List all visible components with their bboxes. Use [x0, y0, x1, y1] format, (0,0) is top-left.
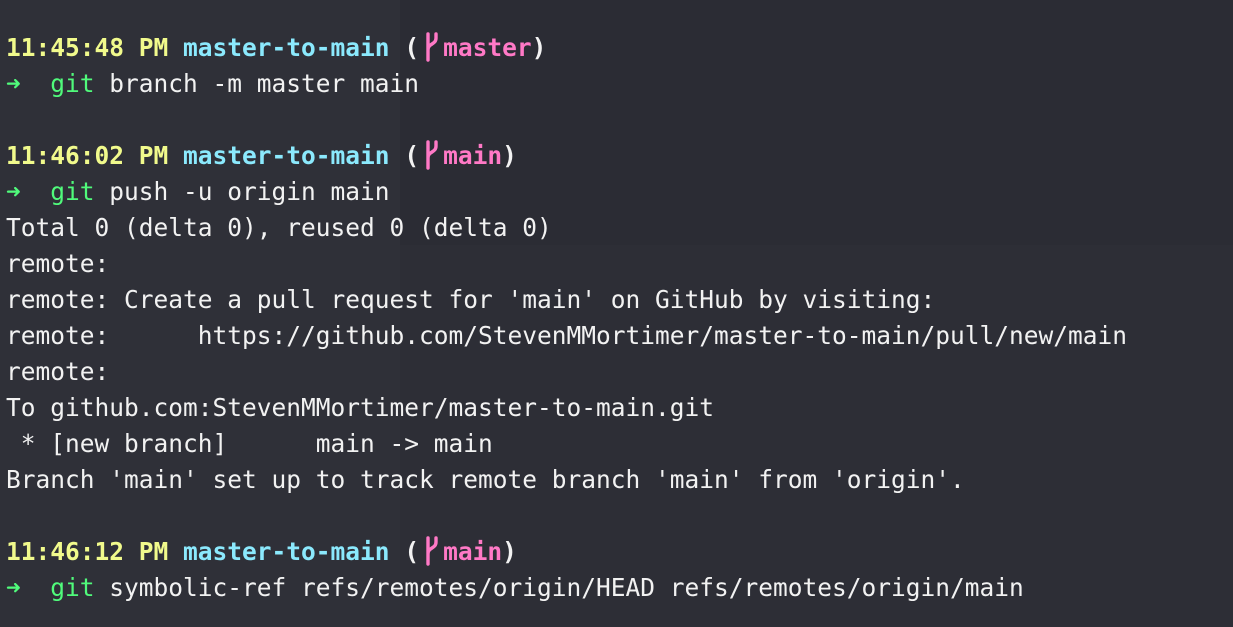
output-line: Branch 'main' set up to track remote bra… [6, 465, 965, 494]
prompt-branch: master [443, 33, 532, 62]
prompt-time: 11:46:02 PM [6, 141, 169, 170]
output-line: remote: [6, 357, 110, 386]
output-line: Total 0 (delta 0), reused 0 (delta 0) [6, 213, 552, 242]
command-args: branch -m master main [94, 69, 420, 98]
blank-line [6, 102, 1233, 138]
command-name: git [50, 573, 95, 602]
blank-line [6, 498, 1233, 534]
paren-close: ) [502, 141, 517, 170]
prompt-directory: master-to-main [183, 33, 390, 62]
prompt-arrow: ➜ [6, 69, 21, 98]
paren-open: ( [404, 33, 420, 62]
prompt-directory: master-to-main [183, 537, 390, 566]
command-line: ➜ git push -u origin main [6, 174, 1233, 210]
paren-close: ) [502, 537, 517, 566]
git-branch-icon [426, 536, 438, 566]
command-name: git [50, 69, 95, 98]
prompt-arrow: ➜ [6, 177, 21, 206]
command-line: ➜ git symbolic-ref refs/remotes/origin/H… [6, 570, 1233, 606]
terminal-output[interactable]: 11:45:48 PM master-to-main ( master) ➜ gi… [6, 30, 1233, 606]
prompt-directory: master-to-main [183, 141, 390, 170]
output-line: remote: Create a pull request for 'main'… [6, 285, 936, 314]
git-branch-icon [426, 140, 438, 170]
output-line-url[interactable]: remote: https://github.com/StevenMMortim… [6, 321, 1128, 350]
command-args: push -u origin main [94, 177, 390, 206]
prompt-time: 11:46:12 PM [6, 537, 169, 566]
prompt-line: 11:46:12 PM master-to-main ( main) [6, 534, 1233, 570]
output-line: * [new branch] main -> main [6, 429, 493, 458]
paren-open: ( [404, 537, 420, 566]
output-line: remote: [6, 249, 110, 278]
paren-open: ( [404, 141, 420, 170]
prompt-branch: main [443, 141, 503, 170]
command-args: symbolic-ref refs/remotes/origin/HEAD re… [94, 573, 1024, 602]
prompt-branch: main [443, 537, 503, 566]
output-line: To github.com:StevenMMortimer/master-to-… [6, 393, 715, 422]
command-line: ➜ git branch -m master main [6, 66, 1233, 102]
paren-close: ) [531, 33, 547, 62]
background-panel-left [0, 0, 400, 627]
prompt-arrow: ➜ [6, 573, 21, 602]
background-panel-right [400, 245, 1233, 627]
command-name: git [50, 177, 95, 206]
prompt-line: 11:46:02 PM master-to-main ( main) [6, 138, 1233, 174]
prompt-line: 11:45:48 PM master-to-main ( master) [6, 30, 1233, 66]
prompt-time: 11:45:48 PM [6, 33, 169, 62]
git-branch-icon [426, 32, 438, 62]
